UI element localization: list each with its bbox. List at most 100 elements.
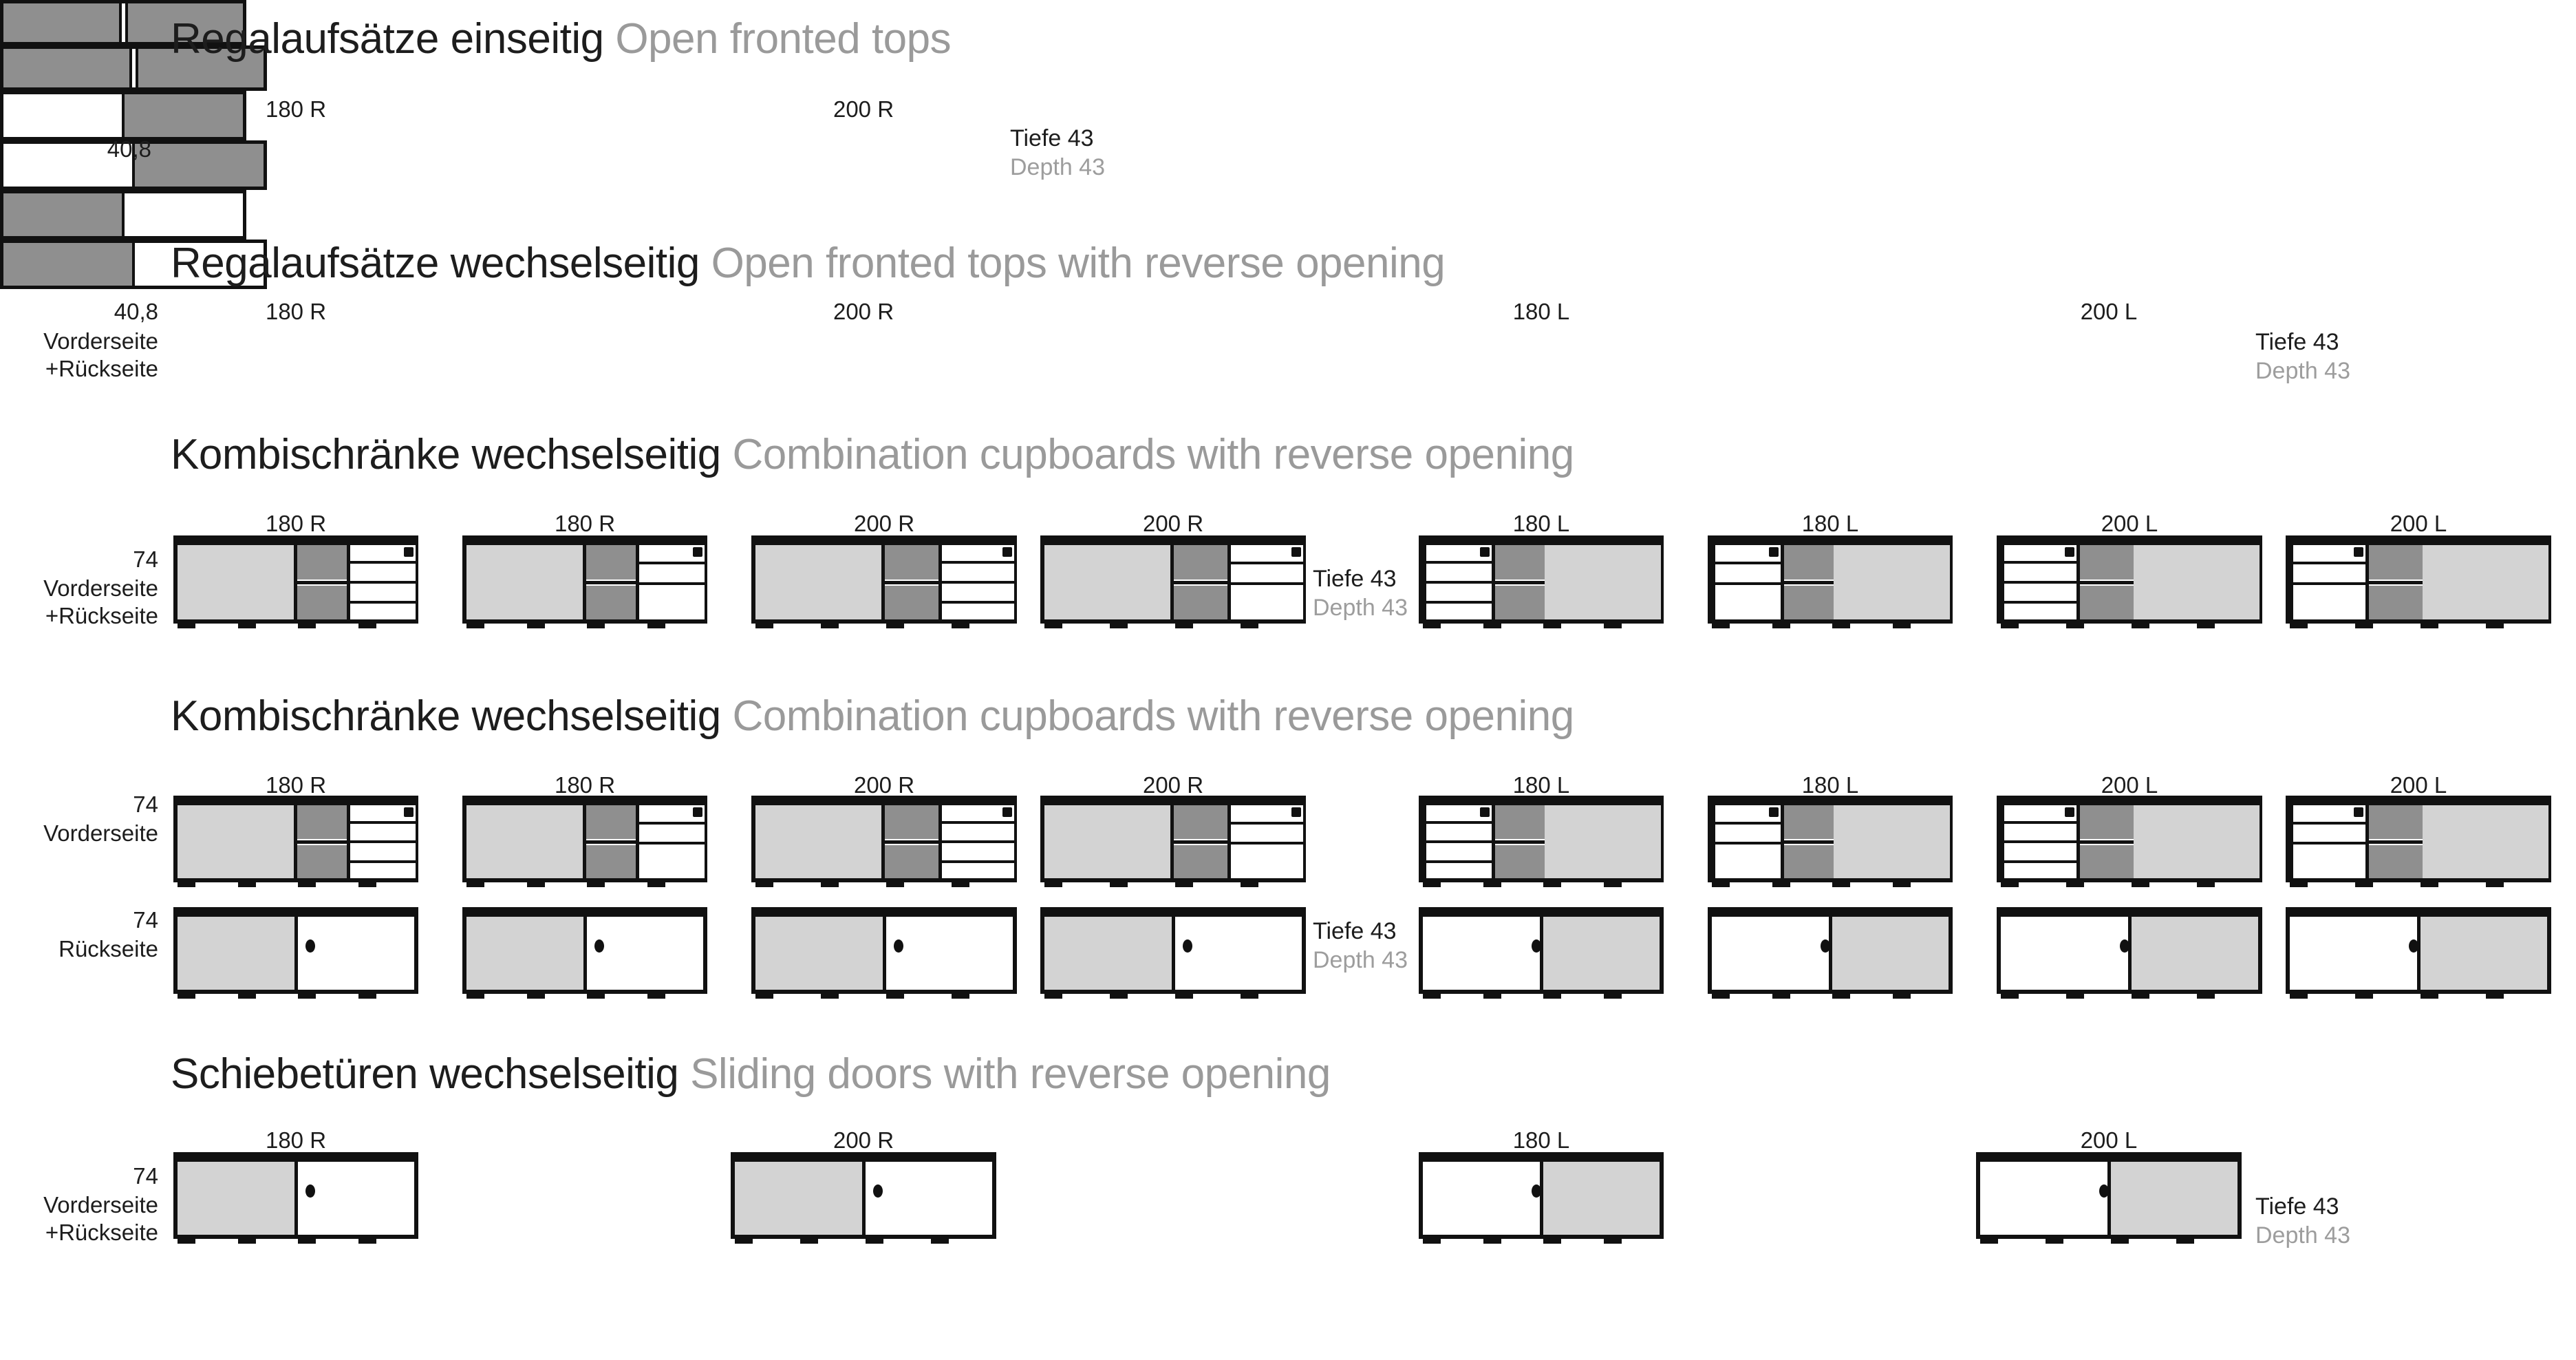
door-panel[interactable] [178, 805, 294, 878]
door-panel-left[interactable] [178, 1162, 294, 1235]
drawer[interactable] [2004, 545, 2076, 560]
drawer[interactable] [2293, 586, 2365, 619]
drawer[interactable] [350, 864, 416, 878]
unit-combi-s3-2[interactable] [751, 535, 1017, 628]
unit-twodoor-s4-0[interactable] [173, 907, 418, 999]
drawer[interactable] [1426, 844, 1492, 859]
unit-twodoor-s4-1[interactable] [462, 907, 707, 999]
drawer[interactable] [639, 586, 705, 619]
drawer[interactable] [1715, 825, 1781, 841]
unit-twodoor-s4-5[interactable] [1708, 907, 1953, 999]
door-panel[interactable] [1545, 545, 1661, 619]
door-panel[interactable] [1044, 805, 1170, 878]
door-panel-left[interactable] [1712, 917, 1829, 990]
door-panel-right[interactable] [2416, 917, 2547, 990]
door-panel-right[interactable] [2107, 1162, 2237, 1235]
drawer[interactable] [1426, 805, 1492, 820]
door-panel[interactable] [2423, 545, 2548, 619]
drawer[interactable] [639, 825, 705, 841]
door-panel-left[interactable] [2001, 917, 2128, 990]
door-panel-left[interactable] [1423, 1162, 1540, 1235]
door-panel-right[interactable] [1539, 917, 1660, 990]
door-panel[interactable] [466, 545, 583, 619]
door-panel[interactable] [1545, 805, 1661, 878]
unit-open-top-180r[interactable] [0, 0, 246, 45]
drawer[interactable] [2004, 605, 2076, 619]
door-panel-right[interactable] [294, 917, 414, 990]
door-panel-right[interactable] [882, 917, 1013, 990]
drawer[interactable] [942, 825, 1014, 839]
unit-combi-s4-1[interactable] [462, 796, 707, 887]
unit-twodoor-s4-6[interactable] [1997, 907, 2262, 999]
door-panel-left[interactable] [755, 917, 883, 990]
door-panel-left[interactable] [1044, 917, 1172, 990]
drawer[interactable] [942, 565, 1014, 580]
door-panel-left[interactable] [1423, 917, 1540, 990]
drawer[interactable] [1231, 566, 1303, 582]
unit-sliding-s5-3[interactable] [1976, 1152, 2242, 1244]
door-panel-left[interactable] [1980, 1162, 2107, 1235]
unit-combi-s3-5[interactable] [1708, 535, 1953, 628]
drawer[interactable] [2293, 545, 2365, 561]
drawer[interactable] [942, 844, 1014, 859]
drawer[interactable] [2004, 864, 2076, 878]
drawer[interactable] [639, 566, 705, 582]
drawer[interactable] [350, 585, 416, 599]
door-panel[interactable] [2134, 805, 2260, 878]
unit-combi-s4-6[interactable] [1997, 796, 2262, 887]
drawer[interactable] [1231, 805, 1303, 820]
unit-twodoor-s4-4[interactable] [1419, 907, 1664, 999]
drawer[interactable] [1715, 846, 1781, 878]
drawer[interactable] [350, 605, 416, 619]
door-panel-right[interactable] [861, 1162, 992, 1235]
drawer[interactable] [1426, 585, 1492, 599]
door-panel[interactable] [178, 545, 294, 619]
drawer[interactable] [2004, 825, 2076, 839]
drawer[interactable] [2293, 846, 2365, 878]
door-panel-left[interactable] [466, 917, 583, 990]
unit-sliding-s5-1[interactable] [731, 1152, 996, 1244]
door-panel-right[interactable] [1828, 917, 1949, 990]
unit-combi-s3-3[interactable] [1040, 535, 1306, 628]
drawer[interactable] [350, 844, 416, 859]
drawer[interactable] [2293, 825, 2365, 841]
drawer[interactable] [1715, 545, 1781, 561]
door-panel[interactable] [755, 805, 881, 878]
unit-combi-s3-0[interactable] [173, 535, 418, 628]
unit-twodoor-s4-7[interactable] [2286, 907, 2551, 999]
door-panel-right[interactable] [294, 1162, 414, 1235]
drawer[interactable] [942, 805, 1014, 820]
drawer[interactable] [1426, 825, 1492, 839]
unit-combi-s4-4[interactable] [1419, 796, 1664, 887]
drawer[interactable] [942, 545, 1014, 560]
unit-half-top-200l[interactable] [0, 240, 267, 289]
drawer[interactable] [2004, 585, 2076, 599]
drawer[interactable] [1231, 846, 1303, 878]
door-panel[interactable] [1834, 805, 1950, 878]
drawer[interactable] [1426, 545, 1492, 560]
drawer[interactable] [1715, 805, 1781, 820]
unit-combi-s4-7[interactable] [2286, 796, 2551, 887]
door-panel[interactable] [1834, 545, 1950, 619]
door-panel-right[interactable] [583, 917, 703, 990]
unit-combi-s4-2[interactable] [751, 796, 1017, 887]
unit-sliding-s5-0[interactable] [173, 1152, 418, 1244]
unit-combi-s4-0[interactable] [173, 796, 418, 887]
unit-sliding-s5-2[interactable] [1419, 1152, 1664, 1244]
drawer[interactable] [942, 864, 1014, 878]
drawer[interactable] [1426, 864, 1492, 878]
drawer[interactable] [639, 846, 705, 878]
door-panel[interactable] [2134, 545, 2260, 619]
door-panel-left[interactable] [178, 917, 294, 990]
door-panel[interactable] [755, 545, 881, 619]
door-panel[interactable] [2423, 805, 2548, 878]
door-panel-right[interactable] [1539, 1162, 1660, 1235]
drawer[interactable] [1231, 825, 1303, 841]
unit-half-top-180r[interactable] [0, 91, 246, 140]
door-panel[interactable] [1044, 545, 1170, 619]
drawer[interactable] [350, 805, 416, 820]
door-panel-left[interactable] [2290, 917, 2417, 990]
drawer[interactable] [350, 545, 416, 560]
drawer[interactable] [2293, 566, 2365, 582]
drawer[interactable] [2004, 805, 2076, 820]
